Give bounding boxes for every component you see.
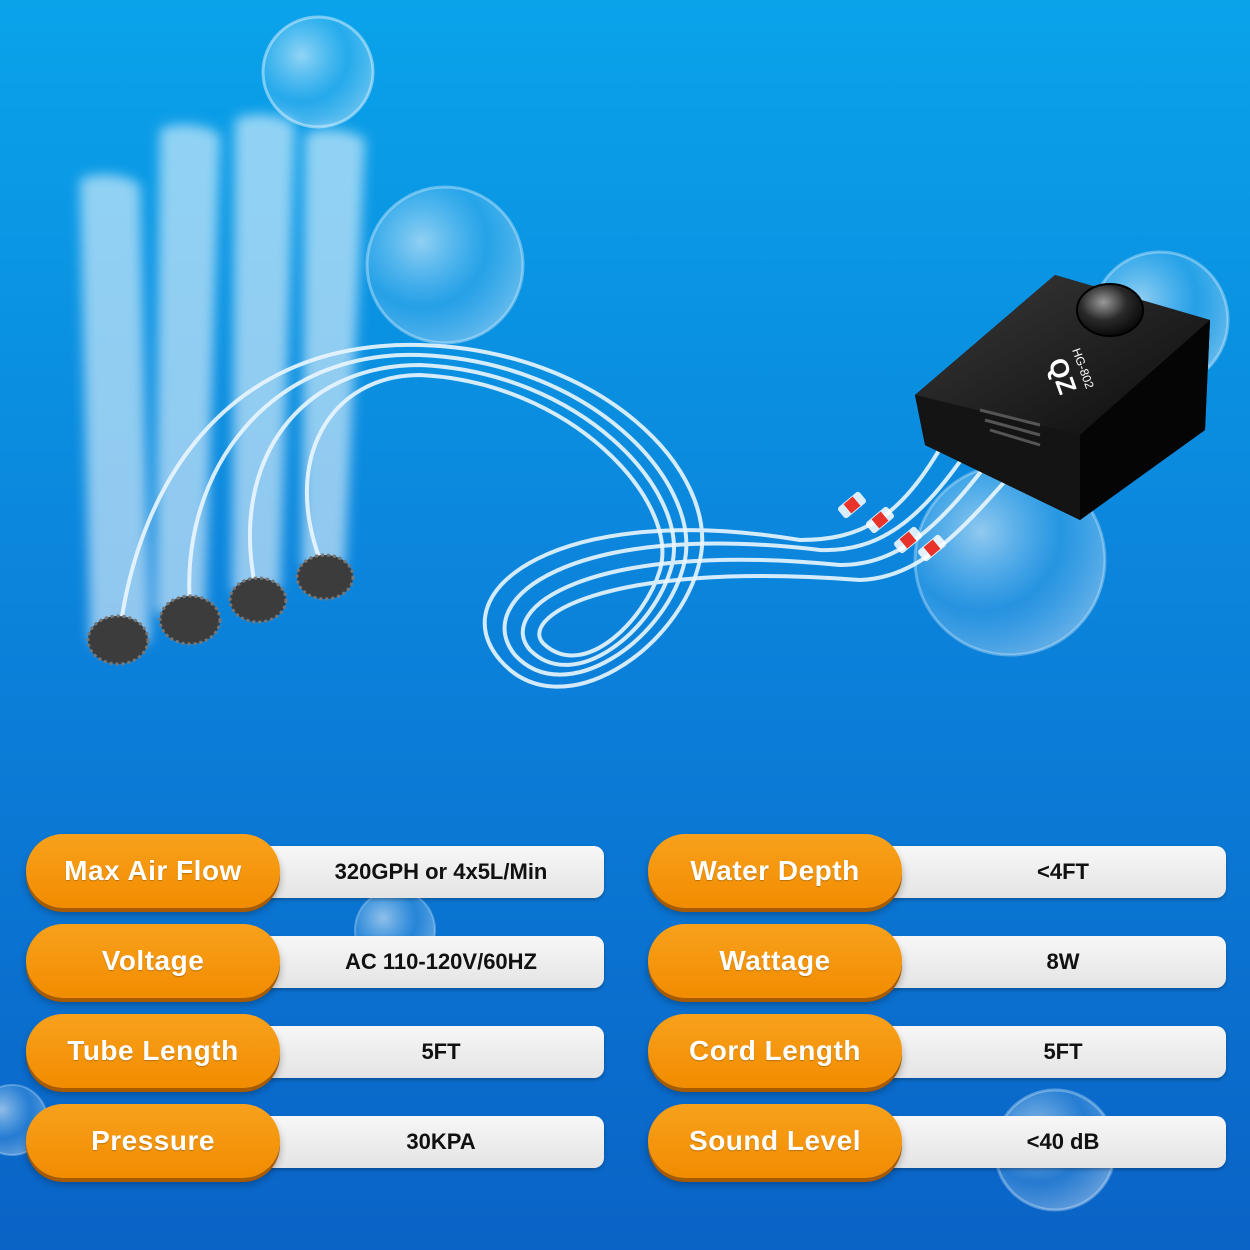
check-valves	[838, 491, 946, 562]
control-knob	[1076, 283, 1144, 337]
pump-grooves	[979, 408, 1041, 447]
air-tubing	[118, 342, 1017, 689]
air-stone-2	[158, 594, 222, 646]
air-stone-3	[228, 576, 288, 624]
air-stone-4	[295, 553, 355, 601]
air-pump: QZ HG-802	[915, 275, 1210, 520]
air-stones	[86, 553, 355, 666]
air-stone-1	[86, 614, 150, 666]
